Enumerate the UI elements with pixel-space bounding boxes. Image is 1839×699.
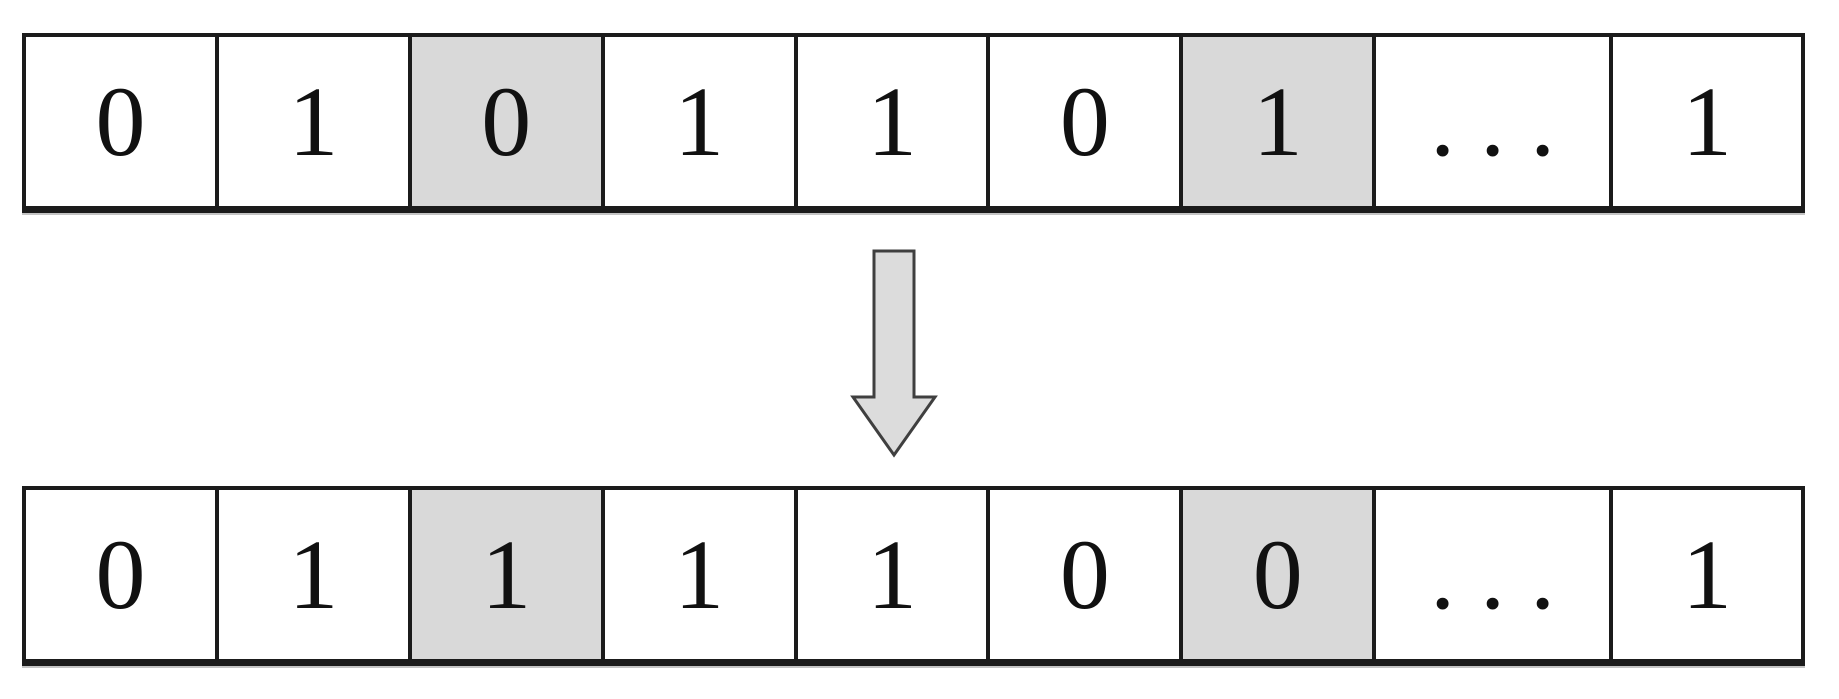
bit-cell: . . .	[1376, 490, 1614, 659]
bit-value: 0	[1252, 518, 1303, 630]
bit-cell: 0	[26, 37, 219, 206]
bit-cell: 1	[604, 37, 798, 206]
bit-cell: 1	[1183, 37, 1377, 206]
bit-value: 1	[866, 65, 917, 177]
bit-value: 0	[1059, 518, 1110, 630]
bit-cell: . . .	[1376, 37, 1614, 206]
bit-value: 0	[95, 65, 146, 177]
bit-cell: 0	[26, 490, 219, 659]
bit-value: 1	[288, 65, 339, 177]
bit-value: . . .	[1430, 518, 1556, 630]
bit-value: 0	[481, 65, 532, 177]
mutation-arrow	[846, 249, 942, 459]
bit-value: 0	[1059, 65, 1110, 177]
bit-cell: 0	[990, 490, 1184, 659]
bit-row-before: 0 1 0 1 1 0 1	[22, 33, 1805, 213]
bit-value: 1	[674, 518, 725, 630]
bit-cell: 1	[1613, 37, 1801, 206]
bit-cell: 0	[1183, 490, 1377, 659]
bit-value: 1	[866, 518, 917, 630]
bit-cell: 1	[218, 37, 412, 206]
bit-cell: 1	[604, 490, 798, 659]
bit-cell: 0	[990, 37, 1184, 206]
bit-row-after: 0 1 1 1 1 0 0	[22, 486, 1805, 666]
bit-cell: 1	[1613, 490, 1801, 659]
bit-cell: 1	[411, 490, 605, 659]
bit-cell: 1	[218, 490, 412, 659]
down-arrow-icon	[850, 249, 938, 458]
bit-value: . . .	[1430, 65, 1556, 177]
bit-value: 1	[674, 65, 725, 177]
bit-value: 1	[1682, 518, 1732, 630]
bit-value: 1	[1252, 65, 1303, 177]
bit-cell: 0	[411, 37, 605, 206]
bit-value: 0	[95, 518, 146, 630]
bit-cell: 1	[797, 490, 991, 659]
bit-value: 1	[1682, 65, 1732, 177]
bit-value: 1	[288, 518, 339, 630]
bit-value: 1	[481, 518, 532, 630]
bit-cell: 1	[797, 37, 991, 206]
